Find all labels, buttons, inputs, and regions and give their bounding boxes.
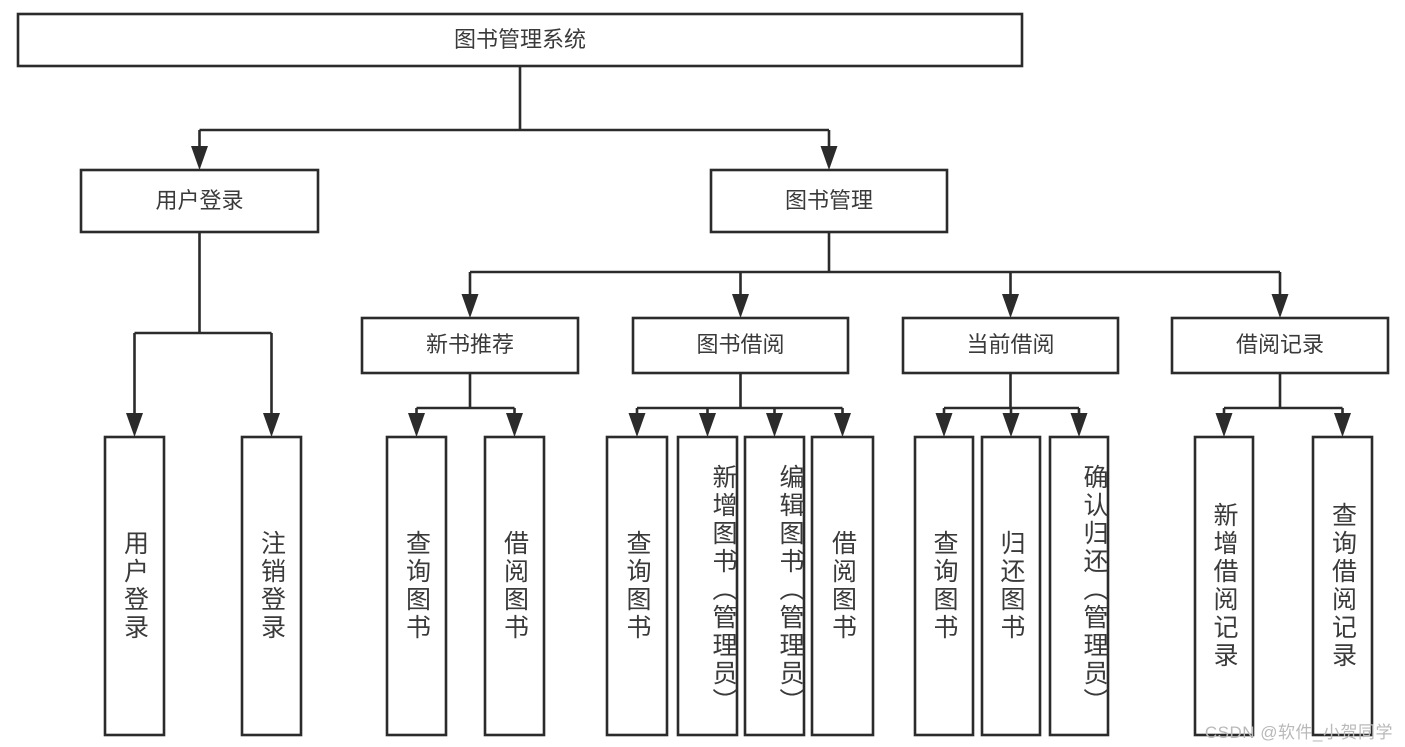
connector-borrow-record-stem: [1222, 373, 1344, 420]
leaf-query-book-rec-box[interactable]: [385, 435, 448, 737]
node-user-login-label: 用户登录: [155, 188, 243, 213]
node-book-manage-label: 图书管理: [785, 188, 873, 213]
leaf-add-book-box[interactable]: [676, 435, 739, 737]
connector-user-login-stem: [133, 232, 273, 420]
node-book-manage[interactable]: 图书管理: [709, 168, 949, 234]
arrow-to-leaf-confirm-return: [1070, 413, 1088, 437]
node-book-borrow[interactable]: 图书借阅: [631, 316, 850, 375]
arrow-to-borrow-record: [1271, 294, 1289, 318]
node-borrow-record-box[interactable]: [1170, 316, 1390, 375]
node-current-borrow-label: 当前借阅: [966, 332, 1054, 357]
connector-current-borrow-stem: [942, 373, 1081, 420]
node-new-book-recommend-label: 新书推荐: [426, 332, 514, 357]
arrow-to-leaf-logout: [263, 413, 280, 437]
node-user-login-box[interactable]: [79, 168, 320, 234]
arrow-to-leaf-borrow-book-bor: [834, 413, 851, 437]
leaf-borrow-book-rec-box[interactable]: [483, 435, 546, 737]
node-current-borrow[interactable]: 当前借阅: [901, 316, 1120, 375]
leaf-confirm-return-box[interactable]: [1048, 435, 1110, 737]
node-root-box[interactable]: [16, 12, 1024, 68]
arrow-to-leaf-query-record: [1334, 413, 1351, 437]
leaf-query-book-bor-box[interactable]: [605, 435, 669, 737]
leaf-logout-box[interactable]: [240, 435, 303, 737]
csdn-watermark: CSDN @软件_小贺同学: [1204, 723, 1393, 742]
connector-book-borrow-stem: [635, 373, 844, 420]
arrow-to-leaf-query-book-bor: [628, 413, 646, 437]
arrow-to-current-borrow: [1002, 294, 1019, 318]
arrow-to-leaf-borrow-book-rec: [506, 413, 523, 437]
arrow-to-leaf-query-book-cur: [935, 413, 953, 437]
arrow-to-leaf-query-book-rec: [408, 413, 425, 437]
node-current-borrow-box[interactable]: [901, 316, 1120, 375]
connector-layer: [126, 66, 1351, 437]
connector-new-book-recommend-stem: [415, 373, 516, 420]
node-root[interactable]: 图书管理系统: [16, 12, 1024, 68]
arrow-to-leaf-add-book: [699, 413, 716, 437]
arrow-to-leaf-edit-book: [766, 413, 783, 437]
leaf-borrow-book-bor-box[interactable]: [810, 435, 875, 737]
arrow-to-user-login: [191, 146, 208, 170]
leaf-user-login-box[interactable]: [103, 435, 166, 737]
node-root-label: 图书管理系统: [454, 27, 586, 52]
node-user-login[interactable]: 用户登录: [79, 168, 320, 234]
arrow-to-new-book-recommend: [461, 294, 479, 318]
node-book-borrow-box[interactable]: [631, 316, 850, 375]
arrow-to-leaf-return-book: [1002, 413, 1020, 437]
arrow-to-leaf-add-record: [1215, 413, 1233, 437]
connector-root-stem: [198, 66, 831, 152]
arrow-to-book-borrow: [732, 294, 749, 318]
leaf-query-book-cur-box[interactable]: [913, 435, 975, 737]
node-book-borrow-label: 图书借阅: [696, 332, 784, 357]
node-book-manage-box[interactable]: [709, 168, 949, 234]
node-new-book-recommend-box[interactable]: [360, 316, 580, 375]
leaf-add-record-box[interactable]: [1193, 435, 1255, 737]
arrow-to-book-manage: [820, 146, 838, 170]
node-borrow-record[interactable]: 借阅记录: [1170, 316, 1390, 375]
leaf-return-book-box[interactable]: [980, 435, 1042, 737]
arrow-to-leaf-user-login: [126, 413, 143, 437]
node-borrow-record-label: 借阅记录: [1236, 332, 1324, 357]
node-new-book-recommend[interactable]: 新书推荐: [360, 316, 580, 375]
leaf-boxes-layer: [103, 435, 1374, 737]
leaf-query-record-box[interactable]: [1311, 435, 1374, 737]
connector-book-manage-stem: [468, 232, 1282, 300]
leaf-edit-book-box[interactable]: [743, 435, 806, 737]
